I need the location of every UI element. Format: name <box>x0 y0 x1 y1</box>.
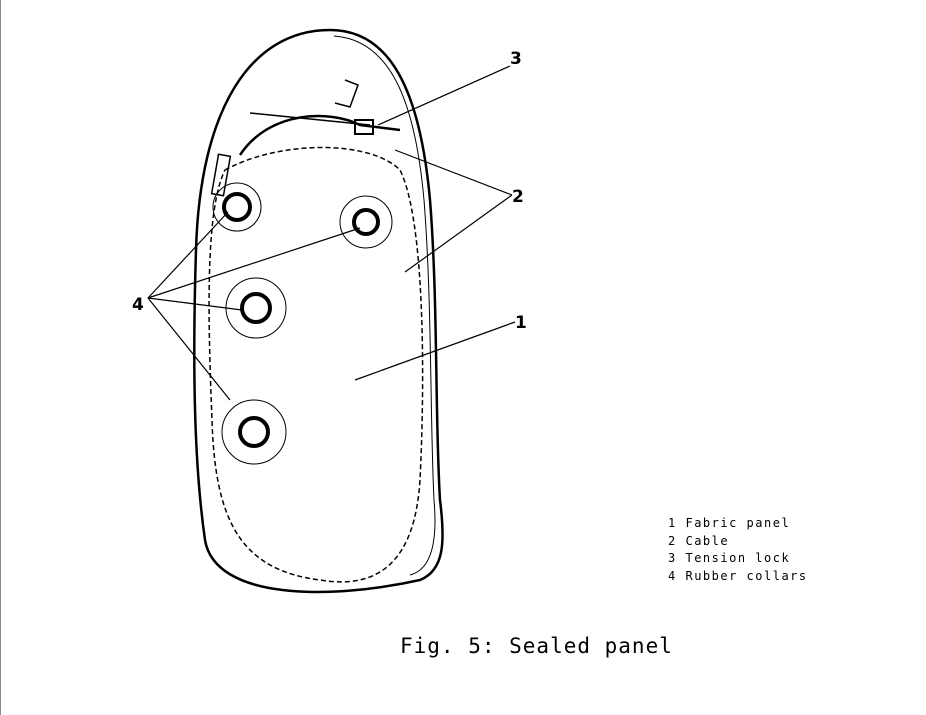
legend-item: 2 Cable <box>668 533 808 551</box>
outer-shell <box>193 28 444 594</box>
legend-item: 1 Fabric panel <box>668 515 808 533</box>
shell-inner-edge <box>333 35 436 576</box>
callout-4: 4 <box>132 295 144 315</box>
tension-lock <box>354 119 374 135</box>
legend-num: 2 <box>668 533 677 548</box>
page-border <box>0 0 1 715</box>
legend-label: Fabric panel <box>685 516 791 530</box>
cable <box>238 114 401 156</box>
callout-1: 1 <box>515 313 527 333</box>
legend-label: Cable <box>685 533 730 548</box>
clip <box>210 153 232 197</box>
legend-label: Rubber collars <box>685 568 808 583</box>
leader-lines <box>147 65 516 401</box>
hook <box>334 79 359 108</box>
legend-item: 4 Rubber collars <box>668 568 808 586</box>
callout-3: 3 <box>510 49 522 69</box>
rubber-collars <box>212 182 393 465</box>
legend-item: 3 Tension lock <box>668 550 808 568</box>
cable-end <box>249 112 371 126</box>
legend-num: 4 <box>668 568 677 583</box>
legend-num: 1 <box>668 516 677 530</box>
legend-num: 3 <box>668 551 677 565</box>
callout-2: 2 <box>512 187 524 207</box>
figure-caption: Fig. 5: Sealed panel <box>400 634 673 658</box>
legend: 1 Fabric panel 2 Cable 3 Tension lock 4 … <box>668 515 808 585</box>
legend-label: Tension lock <box>685 551 791 565</box>
